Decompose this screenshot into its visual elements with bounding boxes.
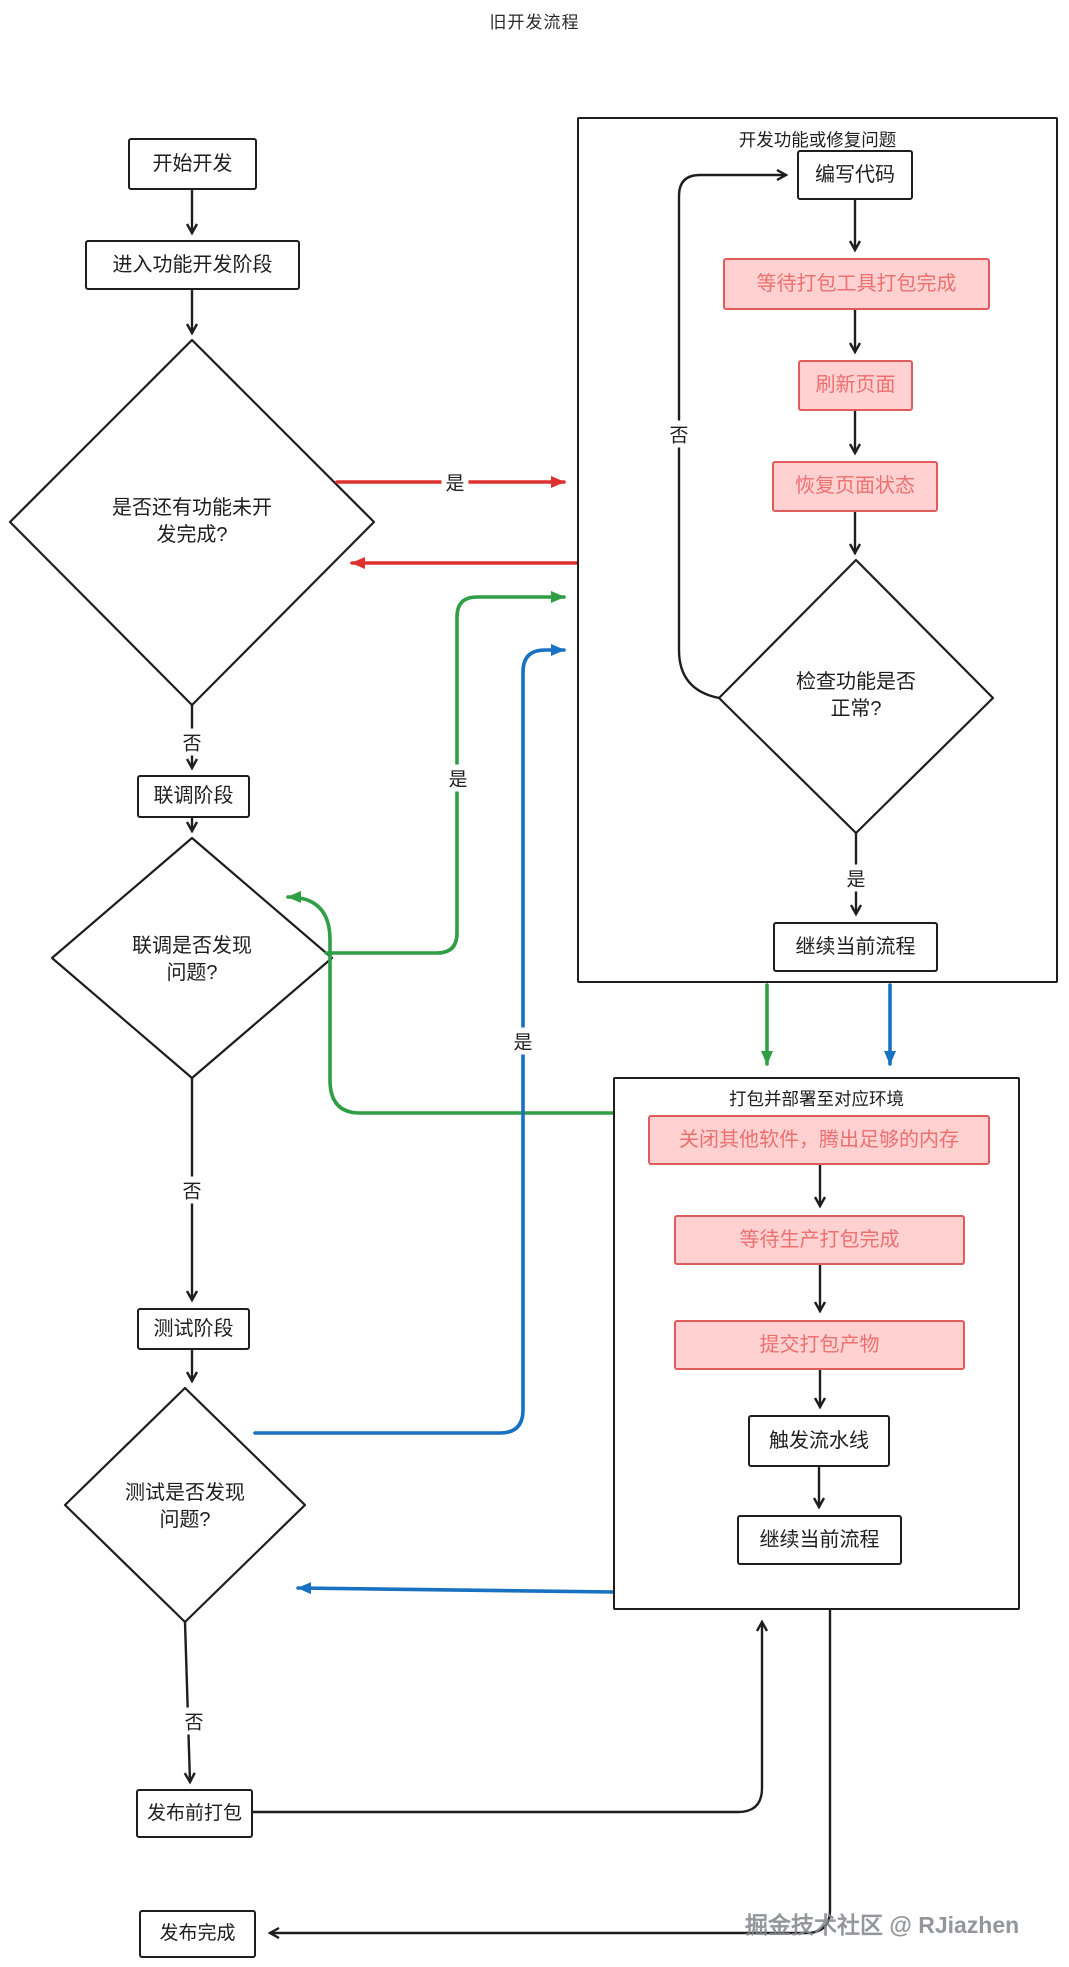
- label-yes-d1: 是: [441, 468, 469, 496]
- node-free-memory: 关闭其他软件，腾出足够的内存: [648, 1115, 990, 1165]
- node-start: 开始开发: [128, 138, 257, 190]
- node-submit-artifacts: 提交打包产物: [674, 1320, 965, 1370]
- label-no-d3: 否: [180, 1707, 208, 1735]
- connector-deploybox-to-done: [267, 1608, 832, 1940]
- decision-features-remaining-text: 是否还有功能未开 发完成?: [112, 497, 272, 546]
- decision-integration-issues-text: 联调是否发现 问题?: [132, 935, 252, 984]
- label-yes-d3: 是: [509, 1027, 537, 1055]
- node-enter-dev-phase: 进入功能开发阶段: [85, 240, 300, 290]
- label-no-d1: 否: [178, 728, 206, 756]
- connector-d3-no-to-prerelease: [183, 1620, 196, 1785]
- node-wait-pack-tool: 等待打包工具打包完成: [723, 258, 990, 310]
- node-write-code: 编写代码: [797, 150, 913, 200]
- label-yes-d2: 是: [444, 764, 472, 792]
- decision-feature-ok-text: 检查功能是否 正常?: [796, 671, 916, 720]
- watermark: 掘金技术社区 @ RJiazhen: [745, 1912, 1020, 1938]
- node-release-done: 发布完成: [139, 1910, 256, 1958]
- label-yes-d4: 是: [842, 864, 870, 892]
- node-refresh-page: 刷新页面: [798, 360, 913, 411]
- node-wait-prod-pack: 等待生产打包完成: [674, 1215, 965, 1265]
- node-restore-page-state: 恢复页面状态: [772, 461, 938, 512]
- connector-deploybox-return-to-d2: [286, 891, 615, 1115]
- decision-test-issues-text: 测试是否发现 问题?: [125, 1482, 245, 1531]
- connector-prerelease-to-deploybox: [251, 1619, 769, 1814]
- connector-deploybox-return-to-d3: [296, 1582, 615, 1595]
- node-continue-current-flow-deploy: 继续当前流程: [737, 1515, 902, 1565]
- group-dev-or-fix-title: 开发功能或修复问题: [738, 130, 897, 150]
- page-title: 旧开发流程: [489, 13, 580, 32]
- group-package-deploy: [613, 1077, 1020, 1610]
- group-dev-or-fix: [577, 117, 1058, 983]
- node-test-phase: 测试阶段: [137, 1308, 250, 1350]
- node-continue-current-flow-dev: 继续当前流程: [773, 922, 938, 972]
- label-no-d4-loop: 否: [665, 420, 693, 448]
- node-prerelease-package: 发布前打包: [136, 1789, 253, 1838]
- label-no-d2: 否: [178, 1176, 206, 1204]
- group-package-deploy-title: 打包并部署至对应环境: [729, 1089, 904, 1109]
- node-integration-phase: 联调阶段: [137, 775, 250, 818]
- node-trigger-pipeline: 触发流水线: [748, 1415, 890, 1467]
